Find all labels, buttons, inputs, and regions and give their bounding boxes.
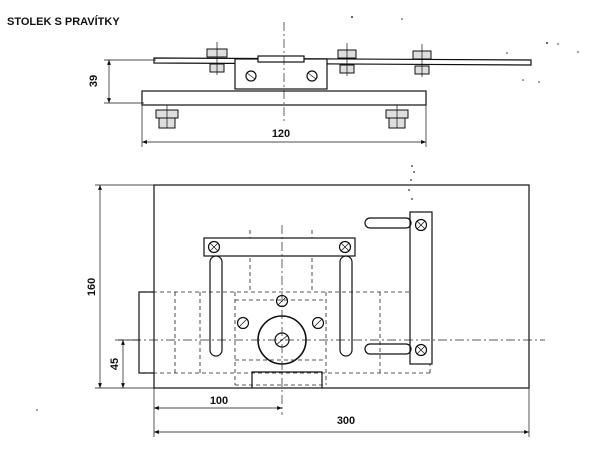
dim-label-45: 45 <box>109 358 121 370</box>
slot-bottom-right <box>364 343 412 355</box>
clamp-screw-left <box>245 70 257 82</box>
clamp-screw-right <box>306 70 318 82</box>
bolt-3 <box>412 44 432 77</box>
slot-left <box>209 255 223 357</box>
dim-label-160: 160 <box>86 278 98 296</box>
drawing-title: STOLEK S PRAVÍTKY <box>7 15 120 28</box>
plan-view: 160 45 100 300 <box>86 184 545 437</box>
dim-label-39: 39 <box>88 75 100 87</box>
slot-top-right <box>364 217 412 229</box>
slot-right <box>339 255 353 357</box>
dim-label-100: 100 <box>210 395 228 407</box>
dim-label-300: 300 <box>337 415 355 427</box>
right-ruler-screw-top <box>414 218 428 232</box>
foot-right <box>385 105 409 129</box>
dim-label-120: 120 <box>272 128 290 140</box>
scan-specks <box>36 16 579 411</box>
right-ruler <box>409 211 433 365</box>
plan-plate <box>153 184 530 389</box>
clamp-block <box>234 58 328 90</box>
foot-left <box>155 105 179 129</box>
center-screw-left <box>236 316 250 330</box>
plate-notch <box>251 371 323 388</box>
clamp-top <box>257 55 305 63</box>
right-ruler-screw-bottom <box>414 343 428 357</box>
crossbar-screw-left <box>207 240 221 254</box>
base-outline-left <box>138 291 154 374</box>
side-view: 39 120 <box>88 22 532 147</box>
crossbar-ruler <box>203 237 356 257</box>
center-screw-right <box>311 316 325 330</box>
crossbar-screw-right <box>338 240 352 254</box>
bolt-1 <box>206 42 228 75</box>
bolt-2 <box>337 43 357 76</box>
